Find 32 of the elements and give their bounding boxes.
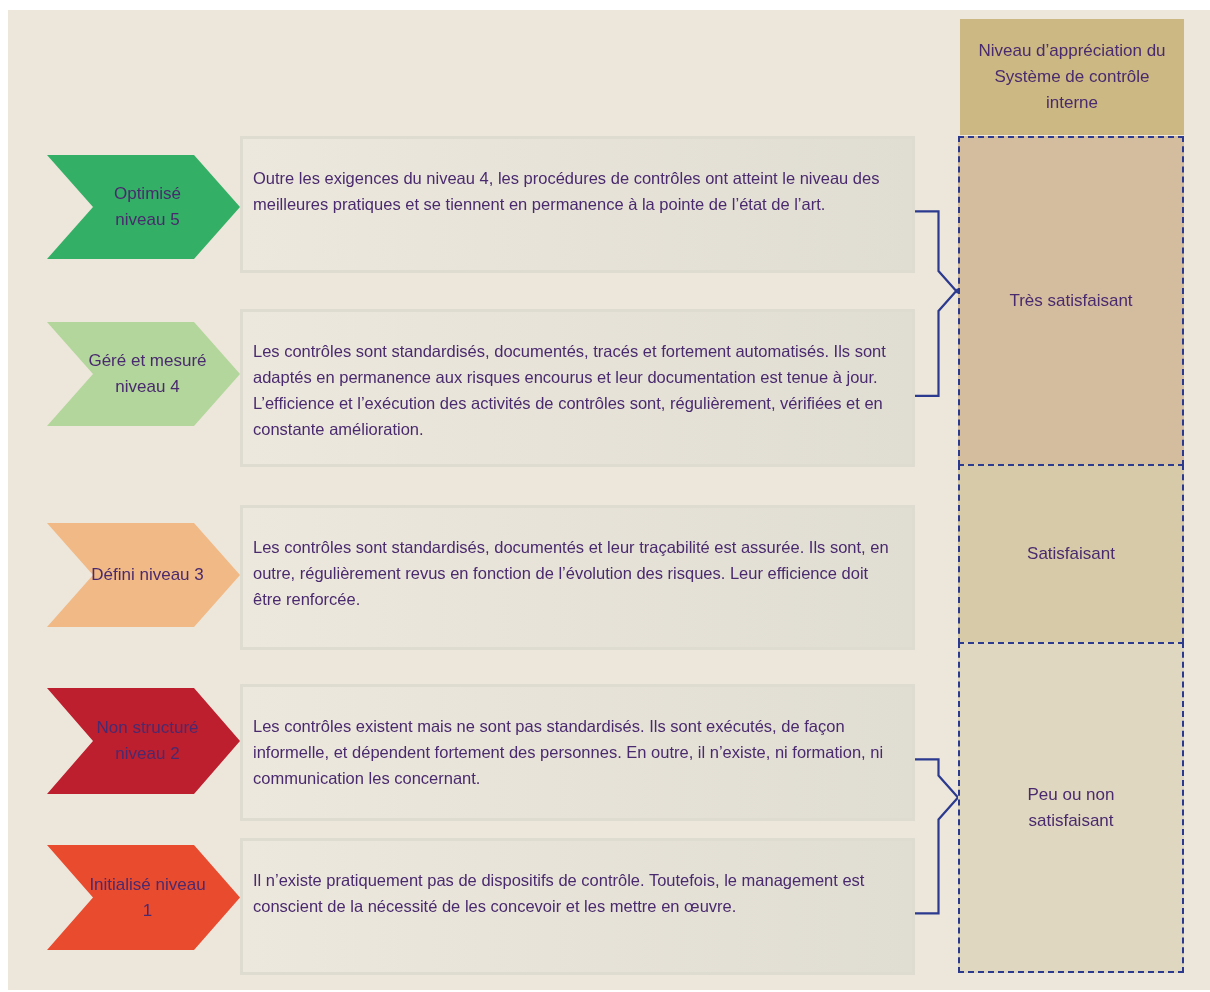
level-chevron <box>47 845 240 950</box>
description-box <box>240 505 915 650</box>
description-text: Les contrôles sont standardisés, documentés, tracés et fortement automatisés. Ils sont adaptés en permanence aux risques encourus et leur documentation est tenue à jour. L’efficience et l’exécution des activités de contrôles sont, régulièrement, vérifiées et en constante amélioration. <box>253 342 886 438</box>
description-text: Il n’existe pratiquement pas de dispositifs de contrôle. Toutefois, le management est conscient de la nécessité de les concevoir et les mettre en œuvre. <box>253 871 865 915</box>
label-text: Initialisé niveau 1 <box>88 873 207 922</box>
level-chevron <box>47 155 240 259</box>
level-chevron <box>47 322 240 426</box>
label-text: Optimisé niveau 5 <box>112 183 183 231</box>
label-text: Niveau d’appréciation du Système de contrôle interne <box>977 40 1167 114</box>
description-box <box>240 838 915 975</box>
rating-box <box>958 642 1184 973</box>
level-chevron <box>47 523 240 627</box>
description-text: Les contrôles sont standardisés, documentés et leur traçabilité est assurée. Ils sont, en outre, régulièrement revus en fonction de l’évolution des risques. Leur efficience doit être renforcée. <box>253 538 889 608</box>
level-chevron <box>47 688 240 794</box>
bracket-line <box>915 758 959 799</box>
label-text: Très satisfaisant <box>1008 290 1134 312</box>
bracket-line <box>915 288 959 397</box>
description-box <box>240 136 915 273</box>
label-text: Non structuré niveau 2 <box>95 717 200 765</box>
bracket-line <box>915 210 959 294</box>
rating-box <box>958 136 1184 466</box>
rating-box <box>958 464 1184 644</box>
header-box <box>960 19 1184 135</box>
description-box <box>240 309 915 467</box>
label-text: Peu ou non satisfaisant <box>1026 783 1116 832</box>
label-text: Satisfaisant <box>1026 543 1116 565</box>
label-text: Géré et mesuré niveau 4 <box>87 350 208 398</box>
bracket-line <box>915 796 959 915</box>
description-box <box>240 684 915 821</box>
description-text: Outre les exigences du niveau 4, les procédures de contrôles ont atteint le niveau des meilleures pratiques et se tiennent en permanence à la pointe de l’état de l’art. <box>253 169 880 213</box>
description-text: Les contrôles existent mais ne sont pas standardisés. Ils sont exécutés, de façon informelle, et dépendent fortement des personnes. En outre, il n’existe, ni formation, ni communication les concernant. <box>253 717 884 787</box>
label-text: Défini niveau 3 <box>90 564 205 586</box>
